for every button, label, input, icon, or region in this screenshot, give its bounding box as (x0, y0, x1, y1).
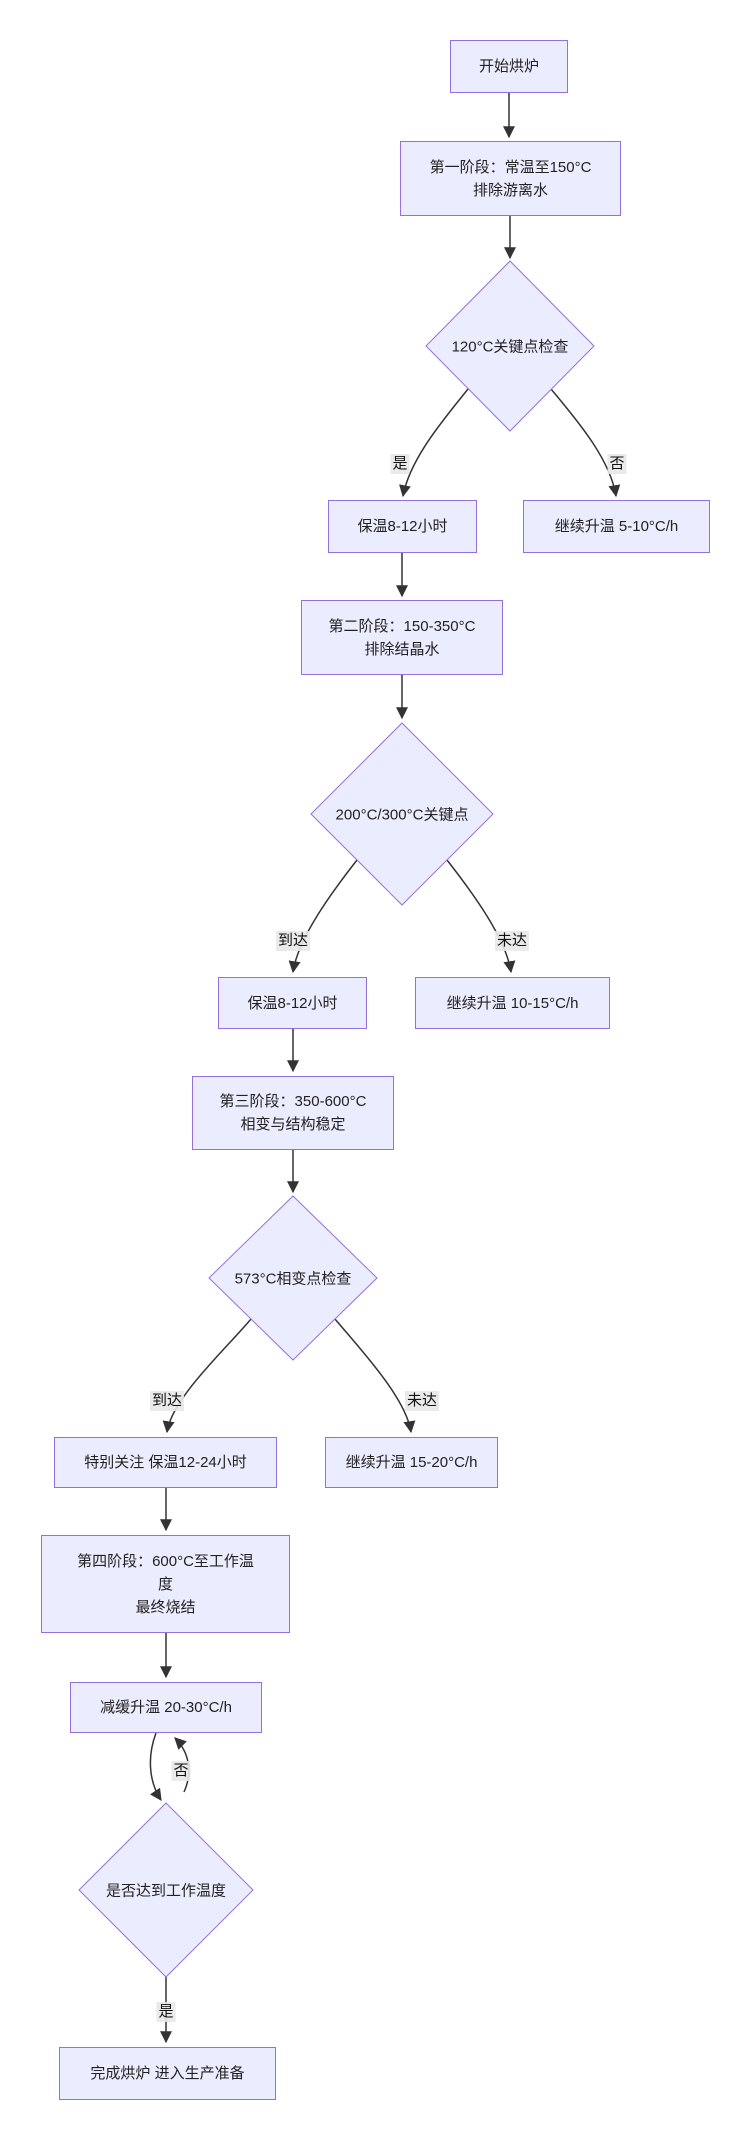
edge-slowheat-checkwork (149, 1732, 162, 1801)
node-stage2-line2: 排除结晶水 (364, 640, 440, 658)
node-check573-label: 573°C相变点检查 (234, 1270, 352, 1288)
node-stage3-line1: 第三阶段：350-600°C (219, 1093, 367, 1110)
edge-check200-hold2 (288, 859, 358, 974)
node-check120-label: 120°C关键点检查 (451, 338, 569, 356)
edge-label-yes1: 是 (390, 454, 410, 474)
node-hold2: 保温8-12小时 (218, 977, 367, 1029)
node-heat1-label: 继续升温 5-10°C/h (554, 518, 679, 535)
node-stage3: 第三阶段：350-600°C 相变与结构稳定 (192, 1076, 394, 1150)
edge-label-reach2: 到达 (275, 931, 311, 951)
node-heat3: 继续升温 15-20°C/h (325, 1437, 498, 1488)
edge-label-miss2: 未达 (494, 931, 530, 951)
node-check200-shape (310, 722, 494, 906)
node-stage4-line3: 最终烧结 (135, 1598, 196, 1616)
node-stage4-line1: 第四阶段：600°C至工作温 (77, 1552, 254, 1570)
node-stage4-line2: 度 (157, 1575, 173, 1593)
edge-check573-heat3 (334, 1318, 416, 1434)
edge-label-reach3: 到达 (149, 1391, 185, 1411)
node-check120-shape (425, 260, 595, 432)
edge-check120-hold1 (399, 388, 469, 498)
node-stage3-line2: 相变与结构稳定 (240, 1116, 346, 1133)
node-hold3-label: 特别关注 保温12-24小时 (84, 1454, 247, 1471)
node-stage2: 第二阶段：150-350°C 排除结晶水 (301, 600, 503, 675)
edge-check120-heat1 (550, 388, 621, 498)
node-stage4: 第四阶段：600°C至工作温 度 最终烧结 (41, 1535, 290, 1633)
node-slowheat: 减缓升温 20-30°C/h (70, 1682, 262, 1733)
node-heat2-label: 继续升温 10-15°C/h (446, 994, 579, 1012)
edge-label-no1: 否 (607, 454, 627, 474)
node-heat3-label: 继续升温 15-20°C/h (345, 1454, 478, 1471)
node-stage2-line1: 第二阶段：150-350°C (328, 617, 476, 635)
edge-check573-hold3 (162, 1318, 252, 1434)
node-heat1: 继续升温 5-10°C/h (523, 500, 710, 553)
node-done-label: 完成烘炉 进入生产准备 (90, 2065, 245, 2082)
node-done: 完成烘炉 进入生产准备 (59, 2047, 276, 2100)
node-start: 开始烘炉 (450, 40, 568, 93)
node-start-label: 开始烘炉 (478, 58, 539, 75)
edge-label-no4: 否 (171, 1761, 191, 1781)
node-hold2-label: 保温8-12小时 (247, 994, 338, 1012)
node-stage1-line2: 排除游离水 (472, 181, 548, 199)
node-stage1-line1: 第一阶段：常温至150°C (429, 158, 592, 176)
node-heat2: 继续升温 10-15°C/h (415, 977, 610, 1029)
edge-label-yes4: 是 (156, 2002, 176, 2022)
node-slowheat-label: 减缓升温 20-30°C/h (100, 1699, 232, 1716)
node-stage1: 第一阶段：常温至150°C 排除游离水 (400, 141, 621, 216)
node-checkwork-label: 是否达到工作温度 (105, 1882, 227, 1900)
node-hold3: 特别关注 保温12-24小时 (54, 1437, 277, 1488)
node-hold1-label: 保温8-12小时 (357, 518, 448, 535)
edge-check200-heat2 (446, 859, 516, 974)
node-check200-label: 200°C/300°C关键点 (335, 806, 469, 824)
node-check573-shape (208, 1195, 378, 1361)
node-checkwork-shape (78, 1802, 254, 1978)
edge-label-miss3: 未达 (404, 1391, 440, 1411)
node-hold1: 保温8-12小时 (328, 500, 477, 553)
